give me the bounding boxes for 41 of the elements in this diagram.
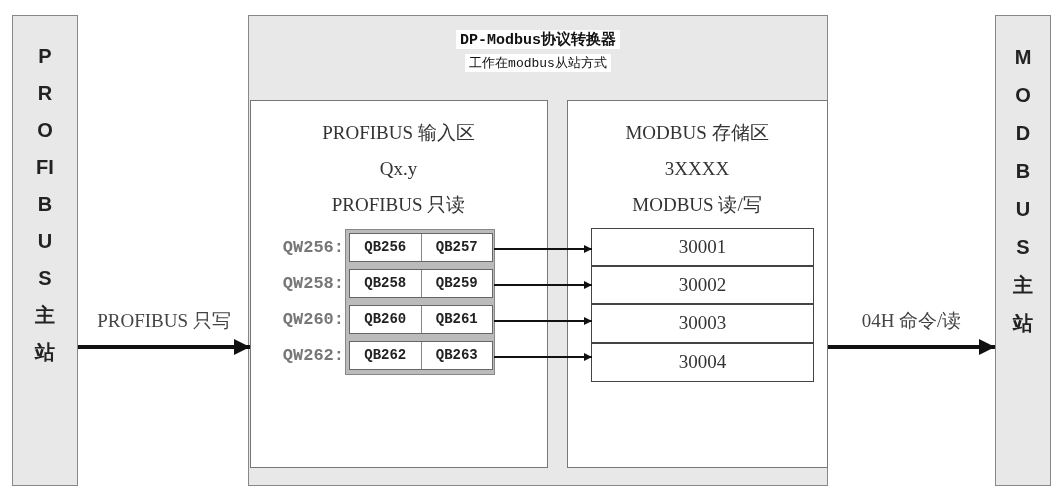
area-label: MODBUS 读/写: [631, 192, 763, 217]
byte-cell-text: QB262: [363, 346, 408, 365]
arrow: [493, 245, 593, 253]
register-cell: [591, 343, 814, 382]
word-address: QW262:: [282, 346, 344, 365]
memory-area-box: [566, 99, 828, 468]
area-label: MODBUS 存储区: [624, 120, 770, 145]
area-label: 3XXXX: [663, 156, 731, 181]
register-cell: [591, 266, 814, 304]
byte-cell-text: QB258: [363, 274, 408, 293]
station-label: MODBUS主站: [1013, 45, 1033, 336]
area-label: PROFIBUS 只读: [330, 192, 467, 217]
converter-title: DP-Modbus协议转换器: [456, 30, 620, 49]
arrow: [493, 281, 593, 289]
arrow: [493, 353, 593, 361]
area-label: Qx.y: [378, 156, 419, 181]
register-number: 30004: [677, 350, 728, 374]
arrow: [828, 339, 995, 355]
register-number: 30003: [677, 311, 728, 335]
converter-subtitle: 工作在modbus从站方式: [465, 54, 611, 72]
station-bar: [12, 15, 78, 486]
converter-box: [248, 15, 828, 486]
word-address: QW258:: [282, 274, 344, 293]
register-number: 30001: [677, 235, 728, 259]
arrow: [493, 317, 593, 325]
byte-cell-text: QB256: [363, 238, 408, 257]
arrow: [78, 339, 250, 355]
word-address: QW256:: [282, 238, 344, 257]
register-cell: [591, 228, 814, 266]
byte-cell-text: QB260: [363, 310, 408, 329]
word-address: QW260:: [282, 310, 344, 329]
byte-cell: QB259: [420, 270, 492, 297]
area-label: PROFIBUS 输入区: [321, 120, 476, 145]
byte-cell: QB263: [420, 342, 492, 369]
register-cell: [591, 304, 814, 343]
station-bar: [995, 15, 1051, 486]
byte-cell: QB261: [420, 306, 492, 333]
register-number: 30002: [677, 273, 728, 297]
station-label: PROFIBUS主站: [35, 44, 55, 365]
memory-area-box: [249, 99, 548, 468]
byte-cell: QB257: [420, 234, 492, 261]
